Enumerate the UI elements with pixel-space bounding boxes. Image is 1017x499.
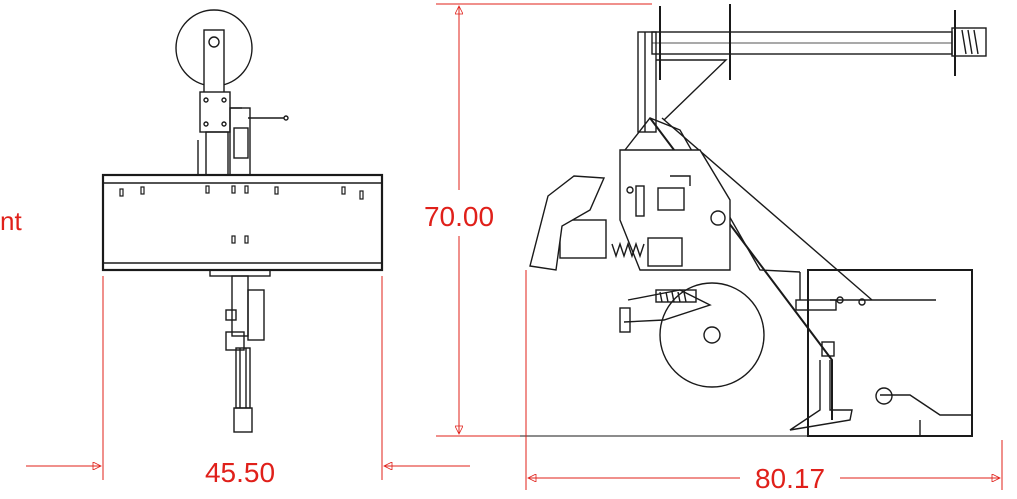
front-frame (101, 173, 384, 272)
front-view (101, 9, 384, 433)
dimension-lines (26, 3, 1003, 490)
height-dimension: 70.00 (424, 201, 494, 232)
cut-off-label: nt (0, 206, 22, 236)
depth-wheel (659, 282, 765, 388)
side-length-dimension: 80.17 (755, 463, 825, 494)
side-view (520, 4, 987, 437)
front-width-dimension: 45.50 (205, 457, 275, 488)
